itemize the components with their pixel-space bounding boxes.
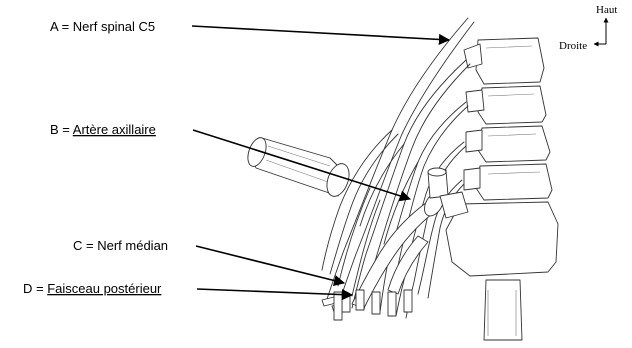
label-a-text: A = Nerf spinal C5 — [50, 19, 155, 34]
label-b: B = Artère axillaire — [50, 122, 410, 199]
label-a: A = Nerf spinal C5 — [50, 19, 449, 40]
arrow-d — [197, 289, 352, 295]
label-d-text: D = Faisceau postérieur — [23, 281, 162, 296]
orientation-marker: Haut Droite — [559, 4, 617, 52]
arrow-c — [196, 246, 344, 283]
label-b-text: B = Artère axillaire — [50, 122, 156, 137]
orientation-right-label: Droite — [559, 40, 587, 52]
anatomy-drawing — [244, 18, 558, 340]
vertebral-column — [446, 38, 558, 340]
label-c-text: C = Nerf médian — [73, 238, 168, 253]
arrow-a — [192, 26, 449, 40]
label-c: C = Nerf médian — [73, 238, 344, 283]
label-d: D = Faisceau postérieur — [23, 281, 352, 296]
orientation-up-label: Haut — [596, 4, 617, 16]
clavicle-fragment — [244, 135, 353, 199]
